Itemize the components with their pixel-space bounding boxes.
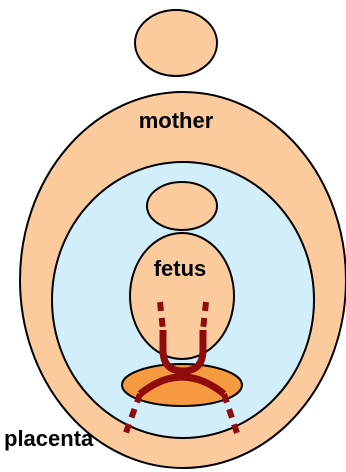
mother-head [135,10,217,76]
fetus-body [130,233,234,359]
fetus-head [147,182,217,230]
mother-label: mother [139,108,214,133]
placenta-label: placenta [4,426,94,451]
fetus-label: fetus [154,256,207,281]
